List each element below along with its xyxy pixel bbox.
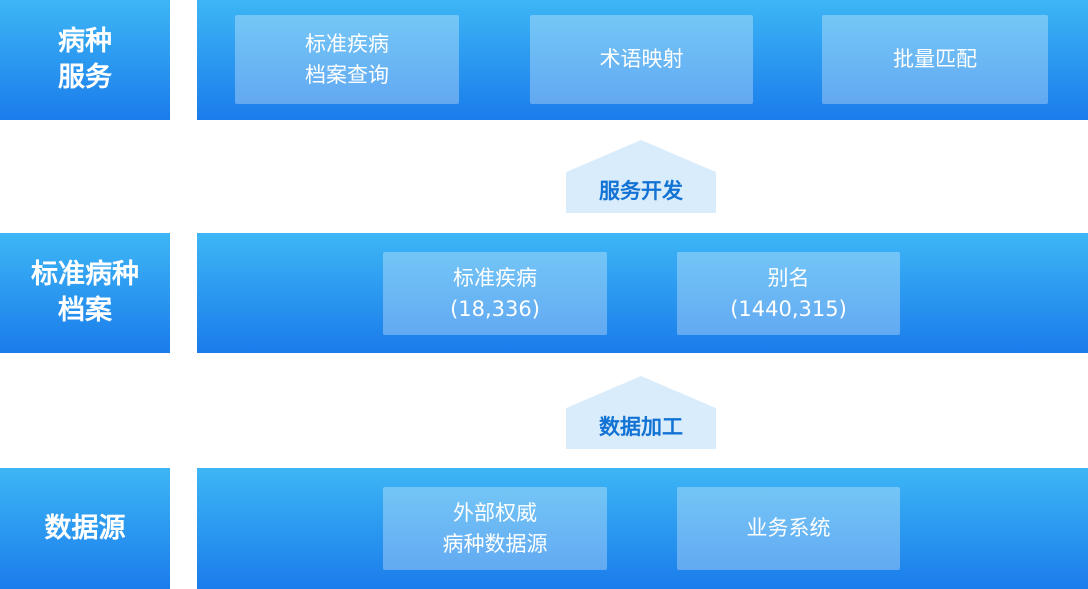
card-line: 批量匹配 — [893, 47, 977, 72]
layer-bar-disease-services: 标准疾病 档案查询 术语映射 批量匹配 — [197, 0, 1088, 120]
layer-label-line: 服务 — [58, 62, 112, 93]
layer-disease-services: 病种 服务 标准疾病 档案查询 术语映射 批量匹配 — [0, 0, 1088, 120]
card-line: 外部权威 — [453, 501, 537, 526]
layer-label-line: 数据源 — [44, 512, 126, 544]
card-standard-disease-archive-query: 标准疾病 档案查询 — [235, 15, 459, 104]
card-standard-disease-count: 标准疾病 (18,336) — [383, 252, 607, 335]
card-term-mapping: 术语映射 — [530, 15, 753, 104]
card-line: 档案查询 — [305, 62, 389, 87]
arrow-label: 服务开发 — [599, 178, 683, 203]
arrow-service-development: 服务开发 — [566, 140, 716, 213]
layer-bar-standard-disease-archive: 标准疾病 (18,336) 别名 (1440,315) — [197, 233, 1088, 353]
card-line: 标准疾病 — [305, 32, 389, 57]
card-batch-matching: 批量匹配 — [822, 15, 1048, 104]
card-alias-count: 别名 (1440,315) — [677, 252, 900, 335]
card-external-authoritative-source: 外部权威 病种数据源 — [383, 487, 607, 570]
card-line: (18,336) — [450, 296, 540, 321]
layer-label-line: 档案 — [58, 295, 112, 326]
card-line: 术语映射 — [599, 47, 684, 72]
layer-label-line: 标准病种 — [31, 259, 139, 291]
card-line: 标准疾病 — [453, 266, 537, 291]
layer-label-disease-services: 病种 服务 — [0, 0, 170, 120]
arrow-label: 数据加工 — [599, 414, 683, 439]
layer-label-standard-disease-archive: 标准病种 档案 — [0, 233, 170, 353]
layer-standard-disease-archive: 标准病种 档案 标准疾病 (18,336) 别名 (1440,315) — [0, 233, 1088, 353]
card-line: 别名 — [767, 266, 810, 291]
card-business-system: 业务系统 — [677, 487, 900, 570]
layer-data-sources: 数据源 外部权威 病种数据源 业务系统 — [0, 468, 1088, 589]
card-line: 业务系统 — [746, 516, 831, 541]
card-line: (1440,315) — [730, 296, 847, 321]
layer-label-line: 病种 — [58, 26, 112, 58]
layer-bar-data-sources: 外部权威 病种数据源 业务系统 — [197, 468, 1088, 589]
layer-label-data-sources: 数据源 — [0, 468, 170, 589]
card-line: 病种数据源 — [442, 531, 548, 556]
arrow-data-processing: 数据加工 — [566, 376, 716, 449]
